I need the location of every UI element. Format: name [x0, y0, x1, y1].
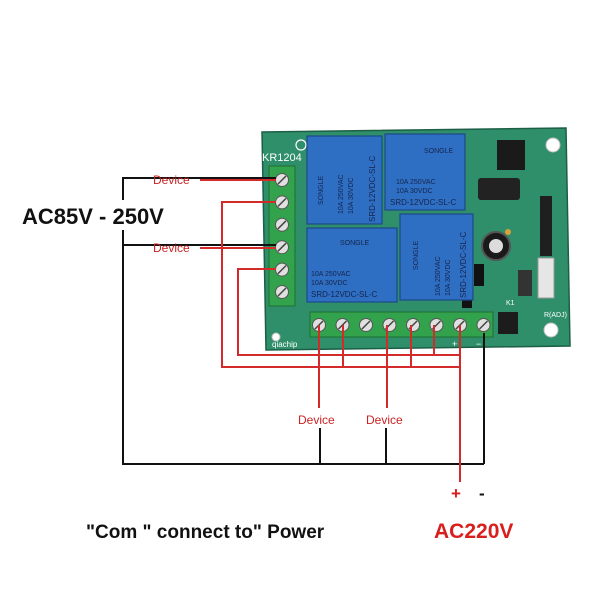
bottom-screw-terminal — [359, 318, 373, 332]
bottom-screw-terminal — [429, 318, 444, 332]
board-model: KR1204 — [262, 152, 302, 164]
relay-2: SONGLE 10A 250VAC 10A 30VDC SRD-12VDC-SL… — [384, 133, 466, 211]
device-label-4: Device — [366, 413, 403, 427]
bottom-screw-terminal — [382, 318, 397, 332]
relay-1-brand: SONGLE — [318, 175, 325, 205]
left-screw-terminal — [275, 217, 289, 232]
relay-4-rating2: 10A 30VDC — [445, 259, 452, 296]
bottom-screw-terminal — [476, 318, 491, 332]
led — [505, 229, 511, 235]
relay-3: SONGLE 10A 250VAC 10A 30VDC SRD-12VDC-SL… — [306, 227, 398, 303]
relay-1-rating2: 10A 30VDC — [348, 177, 355, 214]
mounting-hole — [271, 332, 281, 342]
relay-board: KR1204 qiachip R(ADJ) K1 SONGLE 10A 250V… — [261, 127, 571, 351]
inductor — [478, 178, 520, 200]
relay-3-rating2: 10A 30VDC — [311, 280, 348, 287]
clock-icon — [295, 139, 307, 151]
relay-2-rating: 10A 250VAC — [396, 179, 436, 186]
plus-sign: + — [451, 484, 461, 503]
trim-cap — [540, 196, 552, 256]
relay-2-model: SRD-12VDC-SL-C — [390, 198, 456, 207]
device-label-2: Device — [153, 241, 190, 255]
relay-4-brand: SONGLE — [413, 240, 420, 270]
mounting-hole — [545, 137, 561, 153]
adj-label: R(ADJ) — [544, 312, 567, 319]
relay-1-rating: 10A 250VAC — [338, 174, 345, 214]
bottom-screw-terminal — [406, 318, 420, 332]
red-wire-com-loop-1 — [221, 201, 460, 368]
push-button — [498, 312, 518, 334]
k1-label: K1 — [506, 300, 515, 307]
black-wires — [122, 177, 485, 465]
relay-2-rating2: 10A 30VDC — [396, 188, 433, 195]
mounting-hole — [543, 322, 559, 338]
left-screw-terminal — [275, 195, 289, 210]
left-screw-terminal — [275, 262, 289, 277]
relay-2-brand: SONGLE — [424, 148, 454, 155]
red-wires — [200, 179, 461, 482]
capacitor-top — [489, 239, 503, 253]
device-label-3: Device — [298, 413, 335, 427]
black-wire-left-supply — [122, 177, 484, 465]
relay-3-brand: SONGLE — [340, 240, 370, 247]
relay-4: SONGLE 10A 250VAC 10A 30VDC SRD-12VDC-SL… — [399, 213, 474, 301]
terminal-minus-mark: − — [476, 339, 481, 349]
relay-1-model: SRD-12VDC-SL-C — [368, 156, 377, 222]
relay-3-model: SRD-12VDC-SL-C — [311, 290, 377, 299]
learn-switch — [537, 257, 555, 299]
relay-4-rating: 10A 250VAC — [435, 256, 442, 296]
relay-3-rating: 10A 250VAC — [311, 271, 351, 278]
minus-sign: - — [479, 484, 485, 503]
left-screw-terminal — [275, 173, 289, 187]
terminal-plus-mark: + — [452, 339, 457, 349]
chip — [497, 140, 525, 170]
bottom-terminal-block — [309, 311, 494, 338]
ac-range-bg — [20, 200, 190, 230]
relay-1: SONGLE 10A 250VAC 10A 30VDC SRD-12VDC-SL… — [306, 135, 383, 225]
component — [474, 264, 484, 286]
ac220-label: AC220V — [434, 520, 513, 543]
relay-4-model: SRD-12VDC-SL-C — [459, 232, 468, 298]
red-wire-com-loop-2 — [237, 268, 460, 356]
ac-range-label: AC85V - 250V — [22, 204, 164, 229]
left-screw-terminal — [275, 240, 289, 255]
crystal — [518, 270, 532, 296]
board-brand: qiachip — [272, 340, 298, 349]
left-screw-terminal — [275, 285, 289, 299]
bottom-caption: "Com " connect to" Power — [86, 522, 325, 543]
left-terminal-block — [268, 165, 296, 307]
device-label-1: Device — [153, 173, 190, 187]
